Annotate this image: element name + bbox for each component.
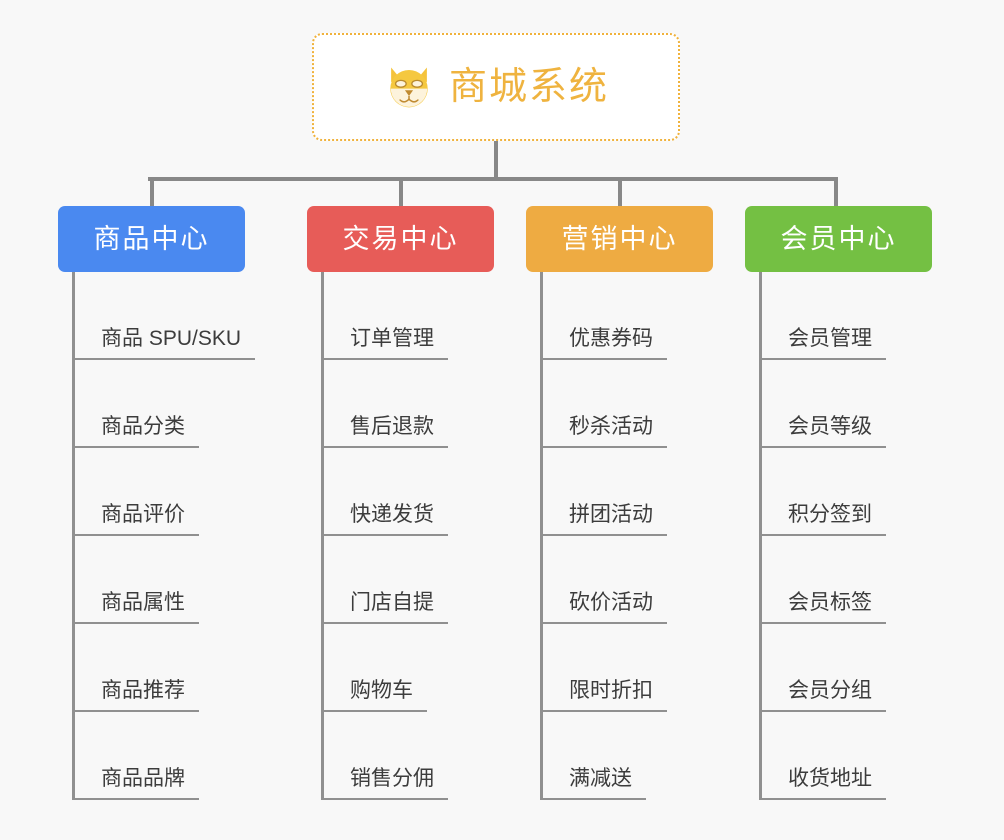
leaf-spine-1 bbox=[72, 272, 75, 800]
leaf-column-2: 订单管理 售后退款 快递发货 门店自提 购物车 销售分佣 bbox=[309, 272, 539, 800]
leaf-spine-4 bbox=[759, 272, 762, 800]
category-box-交易中心[interactable]: 交易中心 bbox=[307, 206, 494, 272]
leaf-label: 会员标签 bbox=[759, 592, 886, 624]
leaf-label: 优惠券码 bbox=[540, 328, 667, 360]
root-stem-connector bbox=[494, 141, 498, 179]
leaf-label: 商品品牌 bbox=[72, 768, 199, 800]
leaf-item[interactable]: 会员分组 bbox=[747, 624, 977, 712]
drop-connector-3 bbox=[618, 177, 622, 206]
leaf-item[interactable]: 商品评价 bbox=[60, 448, 290, 536]
leaf-label: 商品推荐 bbox=[72, 680, 199, 712]
leaf-label: 商品分类 bbox=[72, 416, 199, 448]
leaf-item[interactable]: 购物车 bbox=[309, 624, 539, 712]
shiba-dog-face-icon bbox=[390, 67, 428, 108]
leaf-label: 门店自提 bbox=[321, 592, 448, 624]
leaf-item[interactable]: 快递发货 bbox=[309, 448, 539, 536]
leaf-label: 拼团活动 bbox=[540, 504, 667, 536]
leaf-label: 订单管理 bbox=[321, 328, 448, 360]
leaf-item[interactable]: 商品 SPU/SKU bbox=[60, 272, 290, 360]
leaf-item[interactable]: 门店自提 bbox=[309, 536, 539, 624]
leaf-label: 快递发货 bbox=[321, 504, 448, 536]
leaf-label: 会员分组 bbox=[759, 680, 886, 712]
leaf-label: 售后退款 bbox=[321, 416, 448, 448]
drop-connector-1 bbox=[150, 177, 154, 206]
leaf-label: 购物车 bbox=[321, 680, 427, 712]
leaf-label: 商品评价 bbox=[72, 504, 199, 536]
leaf-label: 限时折扣 bbox=[540, 680, 667, 712]
leaf-item[interactable]: 商品属性 bbox=[60, 536, 290, 624]
leaf-spine-2 bbox=[321, 272, 324, 800]
leaf-item[interactable]: 秒杀活动 bbox=[528, 360, 758, 448]
leaf-item[interactable]: 满减送 bbox=[528, 712, 758, 800]
leaf-label: 商品 SPU/SKU bbox=[72, 328, 256, 360]
leaf-item[interactable]: 收货地址 bbox=[747, 712, 977, 800]
leaf-item[interactable]: 销售分佣 bbox=[309, 712, 539, 800]
leaf-label: 会员管理 bbox=[759, 328, 886, 360]
leaf-item[interactable]: 砍价活动 bbox=[528, 536, 758, 624]
root-title: 商城系统 bbox=[448, 66, 609, 108]
leaf-label: 销售分佣 bbox=[321, 768, 448, 800]
leaf-item[interactable]: 积分签到 bbox=[747, 448, 977, 536]
category-label: 交易中心 bbox=[342, 223, 459, 254]
category-label: 商品中心 bbox=[93, 223, 210, 254]
drop-connector-2 bbox=[399, 177, 403, 206]
leaf-item[interactable]: 订单管理 bbox=[309, 272, 539, 360]
leaf-item[interactable]: 会员等级 bbox=[747, 360, 977, 448]
root-node[interactable]: 商城系统 bbox=[312, 33, 680, 141]
category-label: 会员中心 bbox=[780, 223, 897, 254]
leaf-label: 收货地址 bbox=[759, 768, 886, 800]
leaf-label: 商品属性 bbox=[72, 592, 199, 624]
leaf-item[interactable]: 商品分类 bbox=[60, 360, 290, 448]
leaf-label: 砍价活动 bbox=[540, 592, 667, 624]
category-box-营销中心[interactable]: 营销中心 bbox=[526, 206, 713, 272]
leaf-item[interactable]: 商品推荐 bbox=[60, 624, 290, 712]
leaf-item[interactable]: 限时折扣 bbox=[528, 624, 758, 712]
leaf-label: 积分签到 bbox=[759, 504, 886, 536]
category-box-商品中心[interactable]: 商品中心 bbox=[58, 206, 245, 272]
leaf-column-3: 优惠券码 秒杀活动 拼团活动 砍价活动 限时折扣 满减送 bbox=[528, 272, 758, 800]
leaf-spine-3 bbox=[540, 272, 543, 800]
drop-connector-4 bbox=[834, 177, 838, 206]
leaf-label: 满减送 bbox=[540, 768, 646, 800]
leaf-item[interactable]: 拼团活动 bbox=[528, 448, 758, 536]
leaf-column-4: 会员管理 会员等级 积分签到 会员标签 会员分组 收货地址 bbox=[747, 272, 977, 800]
leaf-column-1: 商品 SPU/SKU 商品分类 商品评价 商品属性 商品推荐 商品品牌 bbox=[60, 272, 290, 800]
leaf-label: 会员等级 bbox=[759, 416, 886, 448]
category-label: 营销中心 bbox=[561, 223, 678, 254]
leaf-label: 秒杀活动 bbox=[540, 416, 667, 448]
leaf-item[interactable]: 优惠券码 bbox=[528, 272, 758, 360]
leaf-item[interactable]: 商品品牌 bbox=[60, 712, 290, 800]
leaf-item[interactable]: 售后退款 bbox=[309, 360, 539, 448]
leaf-item[interactable]: 会员标签 bbox=[747, 536, 977, 624]
horizontal-bus-connector bbox=[148, 177, 836, 181]
leaf-item[interactable]: 会员管理 bbox=[747, 272, 977, 360]
category-box-会员中心[interactable]: 会员中心 bbox=[745, 206, 932, 272]
